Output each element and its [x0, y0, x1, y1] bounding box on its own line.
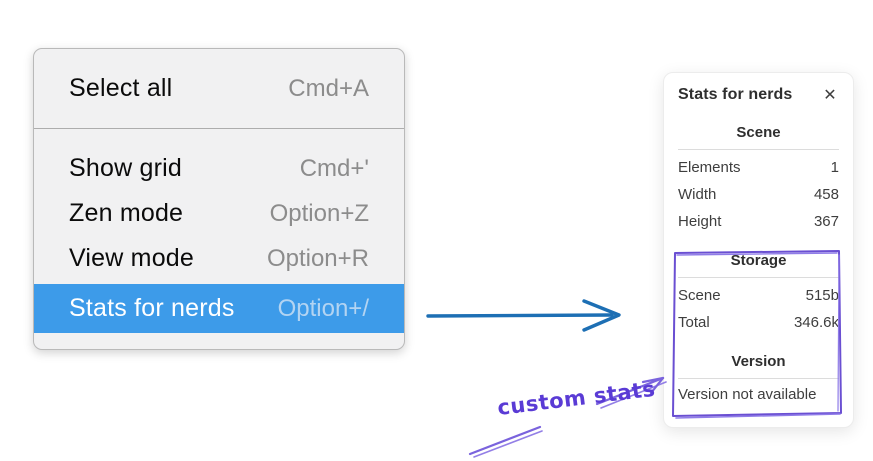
stat-label: Scene: [678, 287, 721, 304]
annotation-arrow-icon: [595, 376, 667, 409]
flow-arrow-icon: [426, 299, 621, 332]
menu-item-shortcut: Cmd+': [299, 154, 369, 182]
menu-divider: [34, 128, 404, 129]
stat-value: 367: [813, 213, 839, 230]
stat-row-width: Width 458: [678, 181, 839, 208]
menu-item-show-grid[interactable]: Show grid Cmd+': [34, 146, 404, 191]
stats-section-header: Scene: [736, 124, 781, 141]
menu-item-stats-for-nerds[interactable]: Stats for nerds Option+/: [34, 284, 404, 333]
menu-item-label: View mode: [69, 244, 195, 272]
menu-item-label: Show grid: [69, 154, 182, 182]
stat-label: Elements: [678, 159, 741, 176]
menu-item-label: Zen mode: [69, 199, 184, 227]
stat-value: 346.6k: [793, 314, 839, 331]
stat-value: 1: [830, 159, 839, 176]
menu-item-zen-mode[interactable]: Zen mode Option+Z: [34, 191, 404, 236]
menu-item-shortcut: Option+Z: [269, 199, 369, 227]
section-divider: [678, 149, 839, 150]
menu-section-top: Select all Cmd+A: [34, 49, 404, 128]
stat-label: Width: [678, 186, 717, 203]
menu-item-label: Select all: [69, 74, 173, 102]
menu-item-shortcut: Option+R: [266, 244, 369, 272]
stat-row-elements: Elements 1: [678, 154, 839, 181]
stat-row-total: Total 346.6k: [678, 309, 839, 336]
annotation-label: custom stats: [496, 376, 657, 420]
section-divider: [678, 277, 839, 278]
close-button[interactable]: ✕: [821, 86, 839, 104]
stat-label: Height: [678, 213, 722, 230]
stats-section-header: Storage: [730, 252, 787, 269]
stat-note: Version not available: [678, 386, 817, 403]
stat-row-scene: Scene 515b: [678, 282, 839, 309]
menu-item-view-mode[interactable]: View mode Option+R: [34, 236, 404, 281]
panel-title: Stats for nerds: [678, 86, 793, 103]
menu-item-label: Stats for nerds: [69, 294, 235, 322]
menu-item-shortcut: Option+/: [277, 294, 369, 322]
stats-section-header: Version: [731, 353, 786, 370]
stat-value: 515b: [805, 287, 839, 304]
annotation-arrow-tail-icon: [468, 425, 543, 458]
stat-label: Total: [678, 314, 710, 331]
close-icon: ✕: [823, 85, 837, 104]
section-divider: [678, 378, 839, 379]
panel-header: Stats for nerds ✕: [678, 86, 839, 104]
menu-item-select-all[interactable]: Select all Cmd+A: [34, 66, 404, 111]
stat-value: 458: [813, 186, 839, 203]
menu-item-shortcut: Cmd+A: [288, 74, 369, 102]
stat-row-height: Height 367: [678, 208, 839, 235]
